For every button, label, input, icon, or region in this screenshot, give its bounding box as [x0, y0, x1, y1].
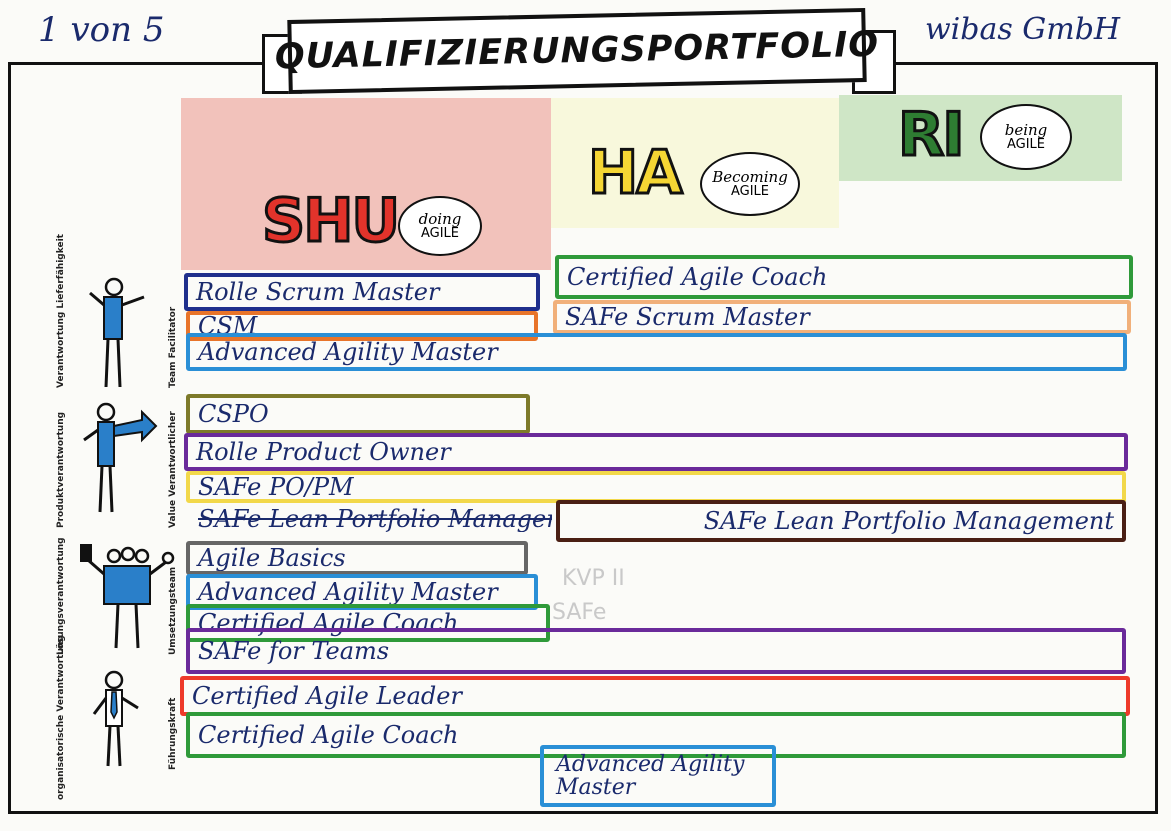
zone-label-ri: RI	[897, 99, 966, 172]
bubble-shu-bottom: AGILE	[420, 226, 460, 242]
bubble-ha-top: Becoming	[712, 167, 788, 186]
bubble-shu-top: doing	[418, 209, 462, 228]
page-number: 1 von 5	[38, 10, 165, 50]
team-figure-icon	[80, 544, 175, 649]
speech-bubble-shu: doing AGILE	[398, 196, 482, 256]
course-agile-basics: Agile Basics	[186, 541, 528, 575]
left-label-delivery: Verantwortung Lieferfähigkeit	[56, 234, 66, 388]
zone-label-shu: SHU	[260, 185, 401, 258]
course-safe-for-teams: SAFe for Teams	[186, 628, 1126, 674]
right-label-leader: Führungskraft	[168, 697, 178, 770]
speech-bubble-ha: Becoming AGILE	[700, 152, 800, 216]
zone-shu	[181, 98, 551, 270]
leader-figure-icon	[92, 670, 139, 767]
course-cspo: CSPO	[186, 394, 530, 434]
bubble-ha-bottom: AGILE	[730, 184, 770, 200]
page-title: QUALIFIZIERUNGSPORTFOLIO	[274, 24, 880, 78]
course-safe-po-pm: SAFe PO/PM	[186, 471, 1126, 503]
left-label-product: Produktverantwortung	[56, 411, 66, 528]
right-label-value: Value Verantwortlicher	[168, 411, 178, 528]
left-label-org: organisatorische Verantwortung	[56, 635, 66, 800]
bubble-ri-top: being	[1004, 120, 1048, 139]
course-certified-agile-leader: Certified Agile Leader	[180, 676, 1130, 716]
course-safe-scrum-master: SAFe Scrum Master	[553, 300, 1131, 334]
bubble-ri-bottom: AGILE	[1006, 137, 1046, 153]
product-owner-figure-icon	[83, 402, 158, 513]
course-advanced-agility-master-3: Advanced Agility Master	[540, 745, 776, 807]
right-label-facilitator: Team Facilitator	[168, 306, 178, 388]
faint-note-kvp: KVP II	[562, 566, 625, 591]
course-advanced-agility-master-2: Advanced Agility Master	[186, 574, 538, 610]
course-rolle-scrum-master: Rolle Scrum Master	[184, 273, 540, 311]
faint-note-safe: SAFe	[552, 600, 607, 625]
course-safe-lpm-struck: SAFe Lean Portfolio Management	[198, 505, 552, 533]
course-advanced-agility-master-1: Advanced Agility Master	[186, 333, 1127, 371]
course-certified-agile-coach-3: Certified Agile Coach	[186, 712, 1126, 758]
course-certified-agile-coach-top: Certified Agile Coach	[555, 255, 1133, 299]
course-rolle-product-owner: Rolle Product Owner	[184, 433, 1128, 471]
course-csm: CSM	[186, 311, 538, 341]
course-safe-lpm: SAFe Lean Portfolio Management	[556, 500, 1126, 542]
company-name: wibas GmbH	[925, 12, 1121, 47]
title-banner: QUALIFIZIERUNGSPORTFOLIO	[275, 7, 879, 95]
zone-ha	[551, 98, 839, 228]
scrum-master-figure-icon	[89, 277, 145, 388]
course-certified-agile-coach-2: Certified Agile Coach	[186, 604, 550, 642]
zone-label-ha: HA	[587, 137, 685, 210]
speech-bubble-ri: being AGILE	[980, 104, 1072, 170]
